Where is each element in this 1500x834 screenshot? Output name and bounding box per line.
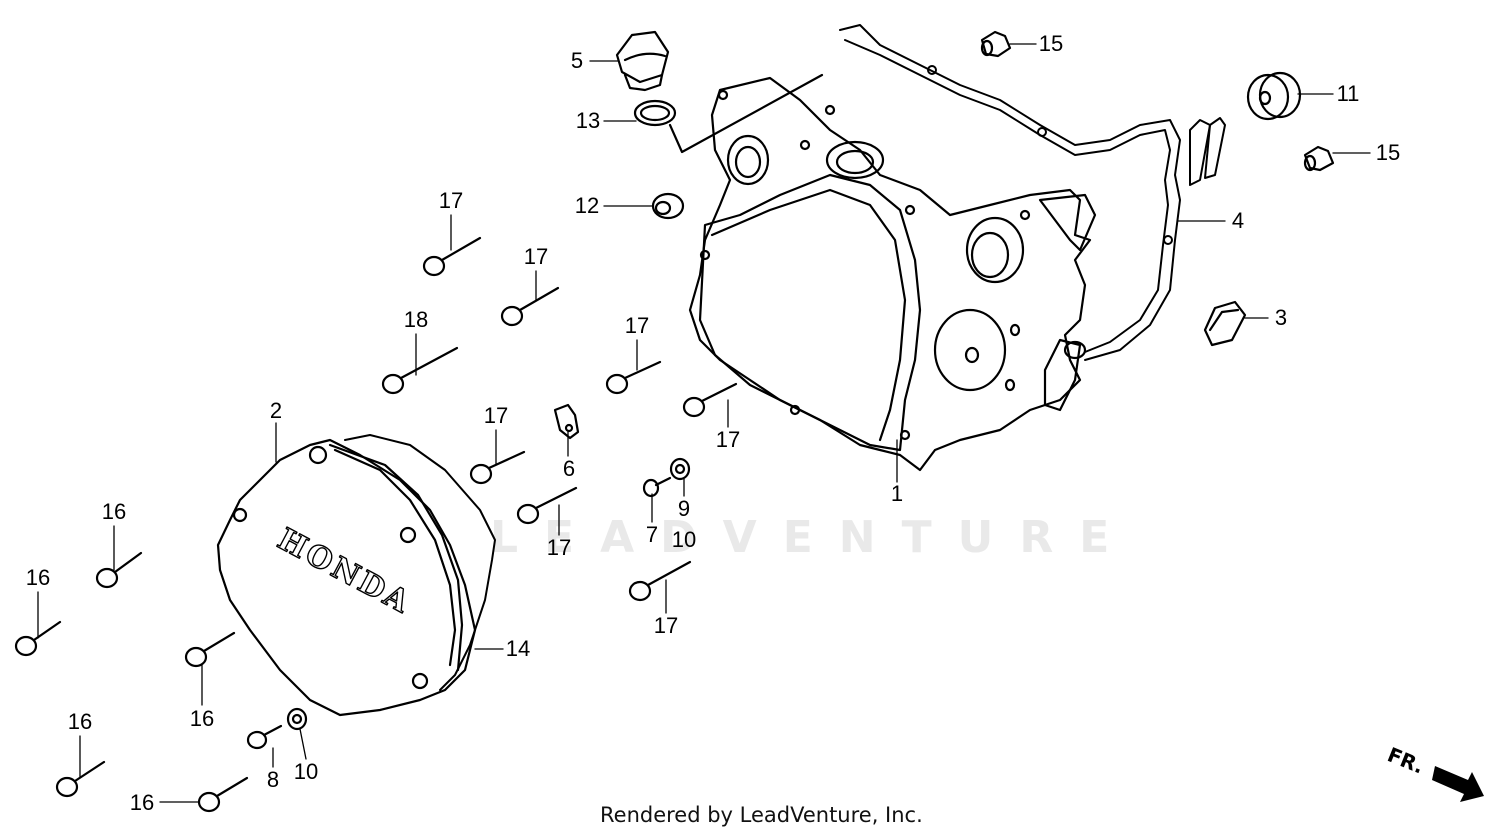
front-direction-indicator: FR.: [1380, 738, 1490, 808]
callout-17[interactable]: 17: [624, 313, 650, 338]
bolt-16e: [197, 776, 249, 813]
bolts: [14, 236, 738, 813]
callout-18[interactable]: 18: [403, 307, 429, 332]
callout-9[interactable]: 9: [677, 496, 691, 521]
callout-14[interactable]: 14: [505, 636, 531, 661]
callout-5[interactable]: 5: [570, 48, 584, 73]
callout-15[interactable]: 15: [1375, 140, 1401, 165]
fr-label: FR.: [1384, 742, 1427, 778]
callout-13[interactable]: 13: [575, 108, 601, 133]
callout-3[interactable]: 3: [1274, 305, 1288, 330]
callout-17[interactable]: 17: [715, 427, 741, 452]
crankcase-cover-part: [688, 76, 1097, 472]
bolt-17a: [422, 236, 482, 277]
callout-4[interactable]: 4: [1231, 208, 1245, 233]
callout-8[interactable]: 8: [266, 767, 280, 792]
oil-filler-cap-part: [615, 30, 670, 92]
callout-6[interactable]: 6: [562, 456, 576, 481]
bolt-8: [246, 724, 283, 750]
callout-17[interactable]: 17: [523, 244, 549, 269]
bearing-part: [1246, 71, 1302, 121]
callout-1[interactable]: 1: [890, 481, 904, 506]
screw-part: [642, 476, 672, 498]
callout-17[interactable]: 17: [653, 613, 679, 638]
callout-16[interactable]: 16: [25, 565, 51, 590]
bolt-17g: [628, 560, 692, 602]
front-arrow-icon: FR.: [1384, 742, 1484, 802]
callout-16[interactable]: 16: [67, 709, 93, 734]
callout-17[interactable]: 17: [546, 535, 572, 560]
callout-15[interactable]: 15: [1038, 31, 1064, 56]
bolt-16c: [184, 631, 236, 668]
callout-10[interactable]: 10: [671, 527, 697, 552]
rendered-by-footer: Rendered by LeadVenture, Inc.: [600, 803, 923, 827]
clutch-cover-gasket-part: [344, 434, 496, 691]
bolt-18: [381, 346, 459, 395]
o-ring-part: [633, 73, 824, 154]
bolt-17e: [469, 450, 526, 485]
honda-logo: HONDA: [272, 522, 418, 622]
callout-7[interactable]: 7: [645, 522, 659, 547]
clutch-cover-part: [216, 438, 477, 717]
callout-16[interactable]: 16: [189, 706, 215, 731]
bolt-17b: [500, 286, 560, 327]
bolt-16a: [95, 551, 143, 589]
clamp-part: [553, 403, 580, 440]
leader-lines: [37, 43, 1371, 803]
cover-gasket-part: [839, 24, 1226, 361]
callout-10[interactable]: 10: [293, 759, 319, 784]
watermark: LEADVENTURE: [490, 512, 1136, 563]
callout-17[interactable]: 17: [483, 403, 509, 428]
callout-16[interactable]: 16: [129, 790, 155, 815]
dowel-pin-part: [980, 30, 1335, 172]
washer-part: [286, 457, 691, 731]
callout-11[interactable]: 11: [1336, 81, 1360, 106]
bolt-17c: [605, 360, 662, 395]
callout-12[interactable]: 12: [574, 193, 600, 218]
bolt-17d: [682, 382, 738, 418]
callout-17[interactable]: 17: [438, 188, 464, 213]
oil-seal-part: [651, 192, 685, 220]
bolt-17f: [516, 486, 578, 525]
cap-part: [1203, 300, 1247, 347]
callout-2[interactable]: 2: [269, 398, 283, 423]
callout-16[interactable]: 16: [101, 499, 127, 524]
